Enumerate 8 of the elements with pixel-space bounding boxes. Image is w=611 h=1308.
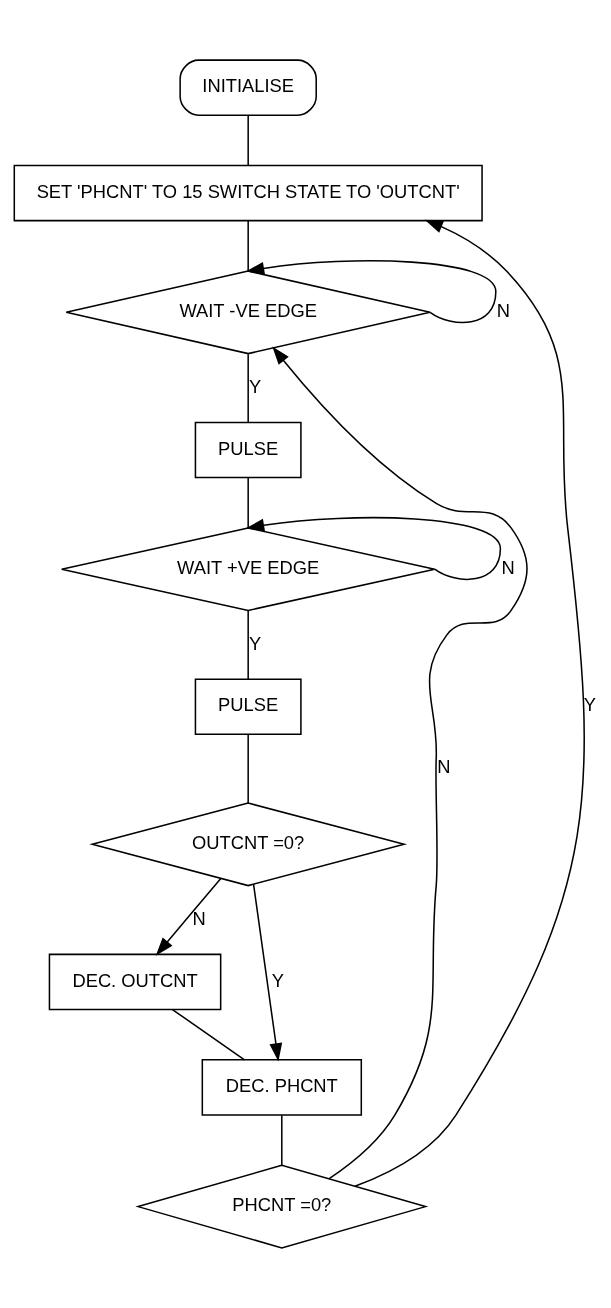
edge-label: N bbox=[496, 300, 511, 322]
edge-label: N bbox=[501, 556, 515, 578]
edge-label: Y bbox=[583, 694, 596, 716]
edge-label: Y bbox=[248, 375, 262, 397]
edge-label: N bbox=[437, 756, 451, 778]
edge-label: Y bbox=[271, 969, 285, 991]
edge-label: Y bbox=[248, 632, 262, 654]
edge-label: N bbox=[192, 907, 206, 929]
